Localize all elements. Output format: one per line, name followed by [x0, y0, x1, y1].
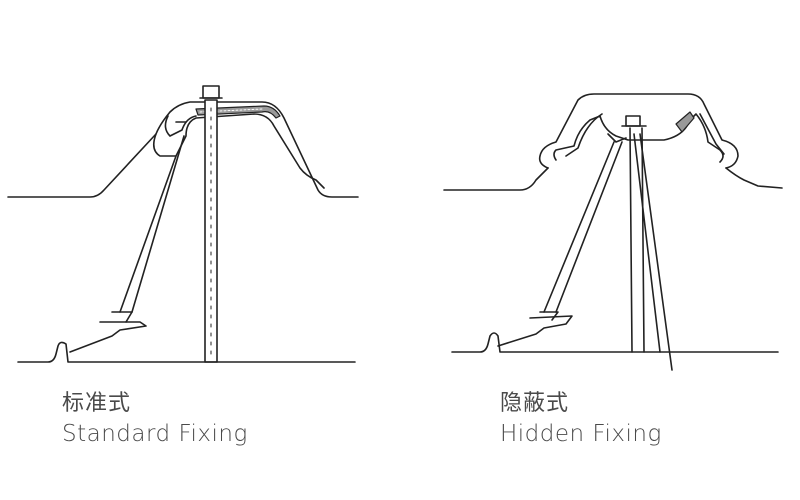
hidden-guide-line — [633, 133, 673, 371]
hidden-label-cn: 隐蔽式 — [500, 391, 570, 416]
hidden-fastener — [629, 127, 645, 353]
standard-base-line — [17, 341, 356, 363]
standard-fastener — [204, 99, 218, 363]
hidden-bolt-head — [625, 115, 641, 127]
hidden-label-en: Hidden Fixing — [500, 421, 662, 447]
hidden-support-line — [543, 141, 623, 313]
hidden-fixing-drawing — [443, 93, 783, 371]
standard-roof-sheet — [7, 101, 359, 198]
standard-lower-clip — [69, 321, 147, 353]
hidden-seam-inner — [553, 113, 724, 163]
standard-label-en: Standard Fixing — [62, 421, 248, 447]
hidden-base-line — [451, 332, 779, 353]
standard-label-cn: 标准式 — [62, 391, 132, 416]
standard-fixing-drawing — [7, 85, 359, 363]
standard-support-line — [131, 135, 185, 313]
hidden-seam-cap — [538, 93, 739, 169]
hidden-sealing-strip — [675, 111, 695, 133]
standard-bolt-head — [202, 85, 220, 99]
hidden-lower-clip — [497, 315, 573, 347]
hidden-roof-sheet — [443, 167, 549, 191]
standard-seam-hook — [164, 115, 197, 137]
standard-roof-sheet-inner — [152, 113, 325, 189]
